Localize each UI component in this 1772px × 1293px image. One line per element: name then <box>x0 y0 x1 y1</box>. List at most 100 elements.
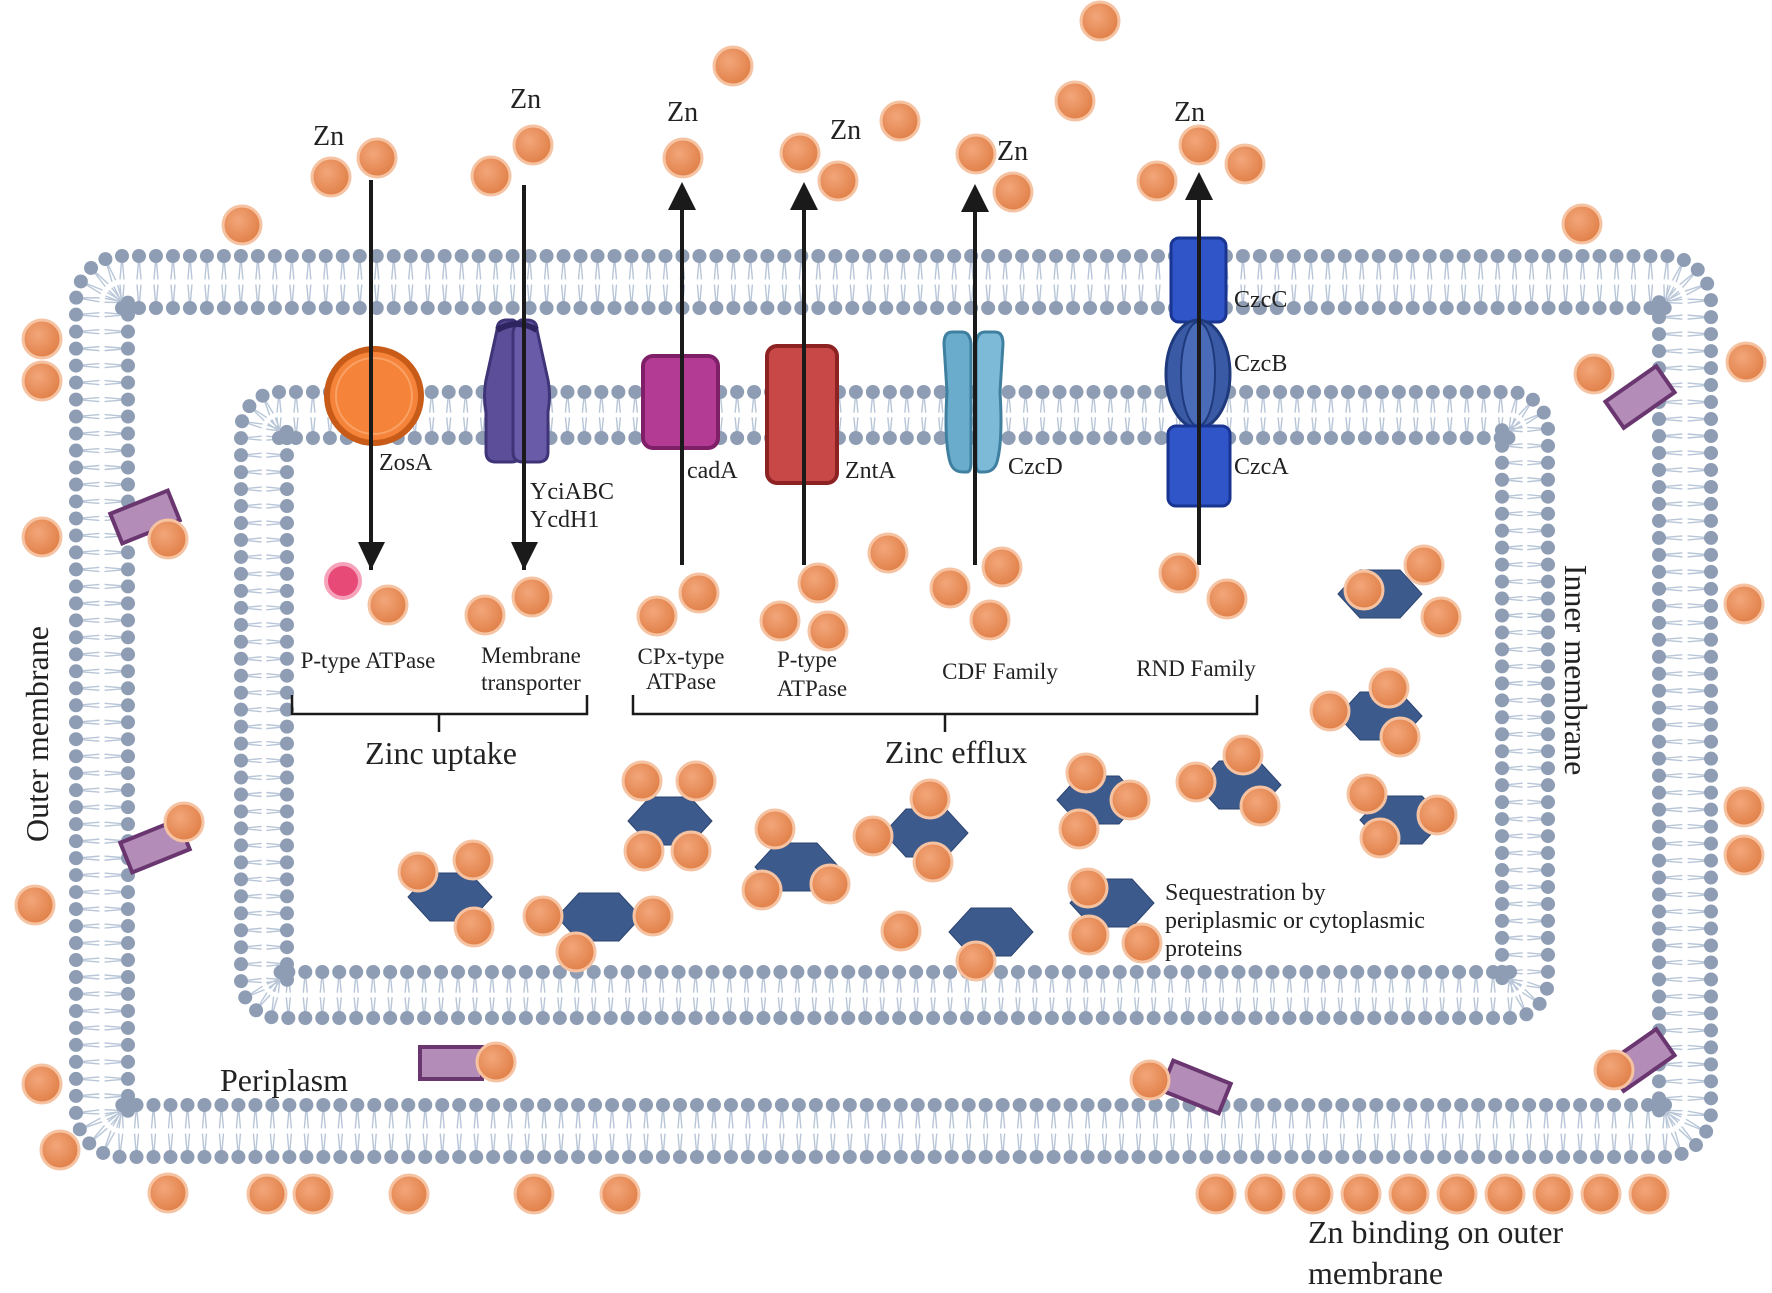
outer-membrane-lipid-head <box>1652 921 1666 936</box>
outer-membrane-lipid-head <box>1556 1098 1571 1112</box>
outer-membrane-lipid-head <box>571 1098 586 1112</box>
outer-membrane-lipid-head <box>1320 249 1335 263</box>
outer-membrane-lipid-head <box>69 1071 83 1086</box>
zinc-ion <box>754 808 796 850</box>
outer-membrane-lipid-head <box>655 1098 670 1112</box>
outer-membrane-lipid-head <box>69 936 83 951</box>
outer-membrane-lipid-head <box>1032 249 1047 263</box>
inner-membrane-lipid-head <box>688 1011 703 1025</box>
outer-membrane-protein <box>1602 363 1678 431</box>
outer-membrane-lipid-head <box>1652 870 1666 885</box>
outer-membrane-lipid-head <box>1286 249 1301 263</box>
outer-membrane-lipid-head <box>69 341 83 356</box>
outer-membrane-lipid-head <box>571 1150 586 1164</box>
zinc-ion <box>513 1173 555 1215</box>
outer-membrane-lipid-head <box>121 545 135 560</box>
inner-membrane-lipid-head <box>1256 431 1271 445</box>
outer-membrane-lipid-head <box>120 1103 135 1118</box>
outer-membrane-lipid-head <box>1704 378 1718 393</box>
outer-membrane-lipid-head <box>121 477 135 492</box>
outer-membrane-lipid-head <box>121 953 135 968</box>
zinc-binding-protein <box>883 808 969 858</box>
inner-membrane-lipid-head <box>1154 431 1169 445</box>
zinc-ion <box>522 895 564 937</box>
outer-membrane-lipid-head <box>69 443 83 458</box>
outer-membrane-lipid-head <box>1592 301 1607 315</box>
outer-membrane-lipid-head <box>1652 445 1666 460</box>
outer-membrane-lipid-head <box>1403 1098 1418 1112</box>
zinc-ion <box>21 360 63 402</box>
outer-membrane-lipid-head <box>1337 249 1352 263</box>
outer-membrane-lipid-head <box>469 1150 484 1164</box>
zinc-ion <box>1416 794 1458 836</box>
inner-membrane-lipid-head <box>1452 1011 1467 1025</box>
zinc-ion <box>452 839 494 881</box>
outer-membrane-lipid-head <box>1652 683 1666 698</box>
outer-membrane-lipid-head <box>1539 1150 1554 1164</box>
zinc-ion <box>39 1129 81 1171</box>
inner-membrane-lipid-head <box>1541 676 1555 691</box>
inner-membrane-lipid-head <box>611 385 626 399</box>
outer-membrane-lipid-head <box>658 249 673 263</box>
outer-membrane-lipid-head <box>69 630 83 645</box>
label-membrane-transporter-2: transporter <box>481 670 581 695</box>
outer-membrane-lipid-head <box>1626 249 1641 263</box>
inner-membrane-lipid-head <box>1495 710 1509 725</box>
label-cpx-type-1: CPx-type <box>638 644 725 669</box>
inner-membrane-lipid-head <box>747 431 762 445</box>
inner-membrane-lipid-head <box>280 634 294 649</box>
outer-membrane-lipid-head <box>1524 301 1539 315</box>
inner-membrane-lipid-head <box>1061 1011 1076 1025</box>
outer-membrane-lipid-head <box>1131 1098 1146 1112</box>
outer-membrane-lipid-head <box>760 249 775 263</box>
outer-membrane-lipid-head <box>1233 1150 1248 1164</box>
outer-membrane-lipid-head <box>121 392 135 407</box>
pink-ion <box>324 562 362 600</box>
outer-membrane-lipid-head <box>1405 301 1420 315</box>
zinc-ion <box>356 137 398 179</box>
inner-membrane-lipid-head <box>1486 965 1501 979</box>
inner-membrane-lipid-head <box>705 1011 720 1025</box>
outer-membrane-lipid-head <box>1524 249 1539 263</box>
outer-membrane-lipid-head <box>301 249 316 263</box>
outer-membrane-lipid-head <box>845 249 860 263</box>
outer-membrane-lipid-head <box>121 817 135 832</box>
outer-membrane-lipid-head <box>121 885 135 900</box>
inner-membrane-lipid-head <box>671 965 686 979</box>
outer-membrane-lipid-head <box>1704 344 1718 359</box>
outer-membrane-lipid-head <box>265 1098 280 1112</box>
outer-membrane-lipid-head <box>1150 249 1165 263</box>
outer-membrane-lipid-head <box>1688 1138 1703 1153</box>
outer-membrane-lipid-head <box>1114 1150 1129 1164</box>
outer-membrane-lipid-head <box>121 562 135 577</box>
inner-membrane-lipid-head <box>620 1011 635 1025</box>
outer-membrane-lipid-head <box>69 664 83 679</box>
outer-membrane-lipid-head <box>774 1150 789 1164</box>
inner-membrane-lipid-head <box>1197 1011 1212 1025</box>
outer-membrane-lipid-head <box>1148 1150 1163 1164</box>
outer-membrane-lipid-head <box>121 800 135 815</box>
zinc-ion <box>1420 596 1462 638</box>
outer-membrane-lipid-head <box>1652 785 1666 800</box>
zinc-ion <box>147 1172 189 1214</box>
inner-membrane-lipid-head <box>280 685 294 700</box>
zinc-ion <box>555 931 597 973</box>
outer-membrane-lipid-head <box>1575 301 1590 315</box>
zinc-ion <box>163 801 205 843</box>
outer-membrane-lipid-head <box>1704 598 1718 613</box>
outer-membrane-lipid-head <box>84 260 99 275</box>
zinc-ion <box>21 318 63 360</box>
inner-membrane-lipid-head <box>882 385 897 399</box>
inner-membrane-lipid-head <box>1541 795 1555 810</box>
outer-membrane-lipid-head <box>1704 632 1718 647</box>
inner-membrane-lipid-head <box>1541 846 1555 861</box>
zinc-ion <box>929 567 971 609</box>
outer-membrane-lipid-head <box>1286 301 1301 315</box>
zinc-ion <box>1561 203 1603 245</box>
outer-membrane-lipid-head <box>808 1098 823 1112</box>
outer-membrane-lipid-head <box>520 1150 535 1164</box>
outer-membrane-lipid-head <box>121 1003 135 1018</box>
outer-membrane-lipid-head <box>573 249 588 263</box>
inner-membrane-lipid-head <box>424 431 439 445</box>
